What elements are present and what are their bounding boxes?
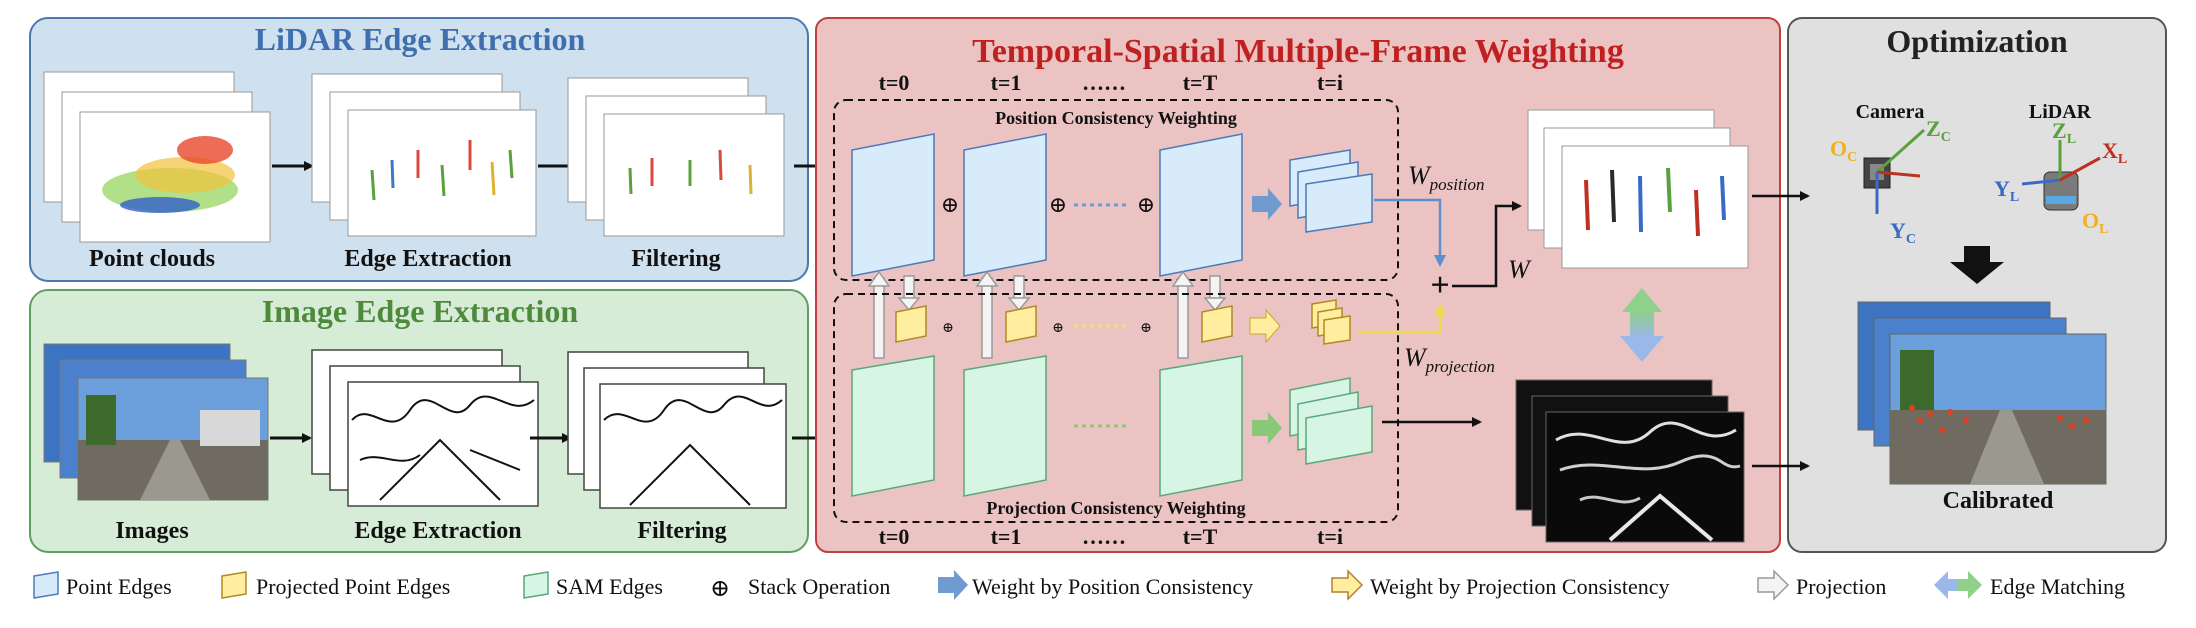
image-step-images: Images (115, 518, 188, 544)
calibrated-image-stack (1857, 301, 2107, 485)
sam-edge-icon (523, 571, 549, 599)
projection-consistency-label: Projection Consistency Weighting (986, 498, 1245, 518)
frame-label-top-tT: t=T (1183, 70, 1218, 95)
lidar-edge-panel: LiDAR Edge Extraction (29, 17, 832, 282)
lidar-sensor-icon (2021, 140, 2101, 211)
temporal-panel-title: Temporal-Spatial Multiple-Frame Weightin… (972, 33, 1624, 70)
optimization-panel-title: Optimization (1886, 23, 2068, 59)
weighted-projected-points (1311, 299, 1351, 345)
image-step-edge-extraction: Edge Extraction (354, 518, 521, 544)
stack-op-mid-2: ⊕ (1052, 321, 1064, 336)
projection-arrows-vertical (867, 270, 1227, 359)
weighted-sam-edges (1289, 377, 1373, 465)
weight-sum-plus: + (1430, 267, 1449, 304)
legend-point-edges: Point Edges (66, 574, 172, 599)
lidar-step-filtering: Filtering (631, 246, 720, 272)
lidar-y-label: YL (1994, 176, 2019, 205)
stack-icon: ⊕ (710, 576, 730, 602)
frame-label-top-t1: t=1 (991, 70, 1022, 95)
legend-weight-position: Weight by Position Consistency (972, 574, 1253, 599)
lidar-step-point-clouds: Point clouds (89, 246, 215, 272)
image-edge-stack (311, 349, 539, 507)
lidar-z-label: ZL (2052, 118, 2076, 147)
image-edge-panel: Image Edge Extraction (29, 289, 832, 553)
legend: Point Edges Projected Point Edges SAM Ed… (33, 569, 2125, 602)
image-step-filtering: Filtering (637, 518, 726, 544)
image-stack (43, 343, 269, 501)
temporal-spatial-panel: Temporal-Spatial Multiple-Frame Weightin… (815, 17, 1781, 553)
w-position-label: Wposition (1408, 161, 1484, 194)
optimize-down-arrow (1950, 246, 2004, 284)
point-edge-frames (851, 133, 1243, 277)
projection-weight-arrow (1249, 308, 1281, 344)
frame-label-bottom-tT: t=T (1183, 524, 1218, 549)
position-weight-arrow (1252, 188, 1282, 220)
calibrated-label: Calibrated (1943, 488, 2054, 514)
frame-label-bottom-ti: t=i (1317, 524, 1343, 549)
weighted-point-edges (1289, 149, 1373, 233)
weighted-output-stack (1527, 109, 1749, 269)
position-arrow-icon (938, 570, 968, 600)
camera-origin-label: OC (1830, 136, 1857, 165)
camera-icon (1863, 128, 1925, 214)
stack-op-top-2: ⊕ (1049, 192, 1067, 217)
legend-weight-projection: Weight by Projection Consistency (1370, 574, 1669, 599)
frame-label-top-t0: t=0 (879, 70, 910, 95)
w-total-label: W (1508, 255, 1532, 284)
frame-label-bottom-t1: t=1 (991, 524, 1022, 549)
projection-hollow-arrow-icon (1757, 569, 1790, 601)
image-panel-title: Image Edge Extraction (262, 293, 579, 329)
w-projection-label: Wprojection (1404, 343, 1495, 376)
edge-distance-stack (1515, 379, 1745, 543)
camera-y-label: YC (1890, 218, 1916, 247)
legend-sam-edges: SAM Edges (556, 574, 663, 599)
lidar-x-label: XL (2102, 138, 2127, 167)
frame-label-bottom-ellipsis: …… (1082, 524, 1126, 549)
stack-op-top-1: ⊕ (941, 192, 959, 217)
stack-op-top-3: ⊕ (1137, 192, 1155, 217)
camera-z-label: ZC (1926, 116, 1951, 145)
frame-label-bottom-t0: t=0 (879, 524, 910, 549)
camera-label: Camera (1856, 101, 1925, 123)
optimization-panel: Optimization Camera LiDAR OC ZC YC ZL XL… (1787, 17, 2167, 553)
lidar-panel-title: LiDAR Edge Extraction (255, 21, 586, 57)
lidar-label: LiDAR (2029, 101, 2092, 123)
position-consistency-label: Position Consistency Weighting (995, 108, 1237, 128)
point-edge-icon (33, 571, 59, 599)
frame-label-top-ti: t=i (1317, 70, 1343, 95)
projected-edge-icon (221, 571, 247, 599)
image-filtering-stack (567, 351, 787, 509)
point-cloud-stack (43, 71, 271, 243)
edge-matching-arrow (1620, 288, 1664, 362)
projected-point-frames (895, 305, 1233, 343)
position-consistency-box (833, 99, 1399, 281)
sam-edge-frames (851, 355, 1243, 497)
sam-weight-arrow (1252, 412, 1282, 444)
lidar-filtering-stack (567, 77, 785, 237)
projection-consistency-box (833, 293, 1399, 523)
legend-edge-matching: Edge Matching (1990, 574, 2125, 599)
lidar-origin-label: OL (2082, 208, 2108, 237)
legend-projection: Projection (1796, 574, 1886, 599)
edge-matching-arrow-icon (1934, 571, 1982, 599)
projection-arrow-icon (1331, 569, 1364, 601)
lidar-edge-stack (311, 73, 537, 237)
stack-op-mid-3: ⊕ (1140, 321, 1152, 336)
legend-projected-point-edges: Projected Point Edges (256, 574, 450, 599)
stack-op-mid-1: ⊕ (942, 321, 954, 336)
lidar-step-edge-extraction: Edge Extraction (344, 246, 511, 272)
frame-label-top-ellipsis: …… (1082, 70, 1126, 95)
legend-stack-operation: Stack Operation (748, 574, 890, 599)
